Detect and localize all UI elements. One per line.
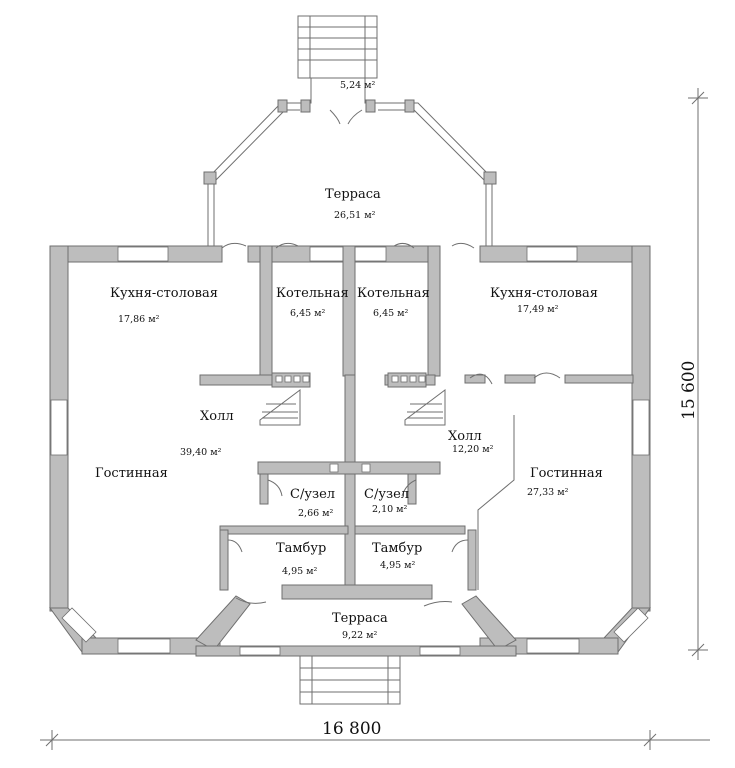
kitchen-left-area: 17,86 м² [118,314,160,325]
top-stairs [297,15,378,79]
wc-left-area: 2,66 м² [298,508,334,519]
vestibule-right-name: Тамбур [372,541,422,556]
terrace-top-name: Терраса [325,187,381,202]
boiler-right-area: 6,45 м² [373,308,409,319]
kitchen-right-name: Кухня-столовая [490,286,598,301]
boiler-left-area: 6,45 м² [290,308,326,319]
vestibule-left-name: Тамбур [276,541,326,556]
living-right-area: 27,33 м² [527,487,569,498]
terrace-bottom-area: 9,22 м² [342,630,378,641]
living-left-name: Гостинная [95,466,168,481]
upper-terrace-walls [203,78,497,248]
wc-right-name: С/узел [364,487,409,502]
width-dimension-label: 16 800 [322,719,381,739]
living-right-name: Гостинная [530,466,603,481]
doors [221,109,561,607]
interior-walls [199,245,634,600]
boiler-left-name: Котельная [276,286,349,301]
kitchen-right-area: 17,49 м² [517,304,559,315]
hall-left-name: Холл [200,409,234,424]
hall-right-name: Холл [448,429,482,444]
kitchen-left-name: Кухня-столовая [110,286,218,301]
height-dimension-label: 15 600 [679,361,699,420]
terrace-top-area: 26,51 м² [334,210,376,221]
room-labels: 5,24 м² Терраса 26,51 м² Кухня-столовая … [95,80,603,641]
windows [50,246,650,656]
vestibule-right-area: 4,95 м² [380,560,416,571]
wc-right-area: 2,10 м² [372,504,408,515]
height-dimension: 15 600 [679,88,708,660]
bottom-stairs [299,655,401,705]
vestibule-left-area: 4,95 м² [282,566,318,577]
terrace-bottom-name: Терраса [332,611,388,626]
hall-left-area: 39,40 м² [180,447,222,458]
interior-stairs [259,372,446,473]
hall-right-area: 12,20 м² [452,444,494,455]
width-dimension: 16 800 [40,719,710,750]
boiler-right-name: Котельная [357,286,430,301]
wc-left-name: С/узел [290,487,335,502]
terrace-top-small-area: 5,24 м² [340,80,376,91]
